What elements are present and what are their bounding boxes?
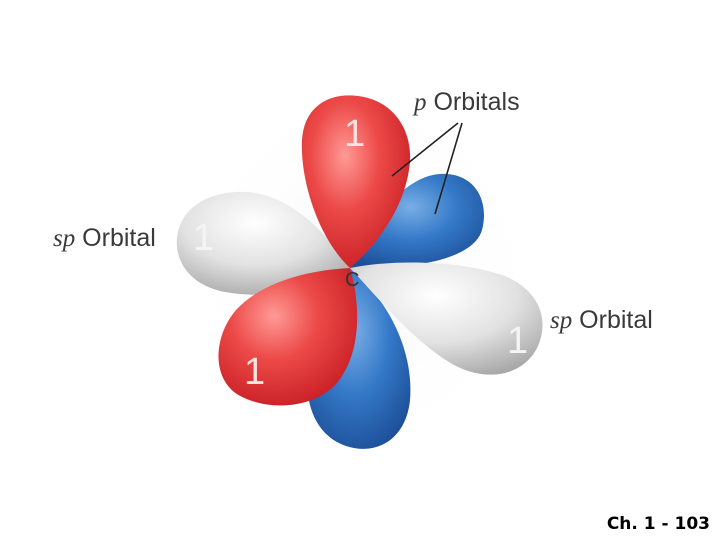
sp-orbital-right-label: sp Orbital xyxy=(550,306,653,335)
carbon-atom-label: C xyxy=(345,269,359,291)
p-orbitals-label: p Orbitals xyxy=(414,88,520,117)
sp-orbital-left-lobe xyxy=(176,191,350,295)
sp-orbital-right-lobe xyxy=(350,262,543,375)
p-orbitals-pointer-blue xyxy=(434,122,463,215)
electron-mark-red-upper: 1 xyxy=(344,113,365,155)
electron-mark-sp-left: 1 xyxy=(193,217,214,259)
slide-number: Ch. 1 - 103 xyxy=(606,514,710,534)
sp-orbital-left-label-text: Orbital xyxy=(75,224,156,252)
p-orbitals-pointer-red xyxy=(391,122,459,177)
p-orbitals-label-prefix: p xyxy=(414,89,427,116)
sp-orbital-right-label-text: Orbital xyxy=(572,306,653,334)
p-orbital-red-upper-lobe xyxy=(301,95,411,268)
p-orbital-blue-upper-lobe xyxy=(350,173,485,269)
p-orbital-red-lower-lobe xyxy=(218,268,358,406)
electron-mark-red-lower: 1 xyxy=(244,351,265,393)
p-orbitals-label-text: Orbitals xyxy=(426,88,520,116)
electron-mark-sp-right: 1 xyxy=(507,320,528,362)
sp-orbital-left-label-prefix: sp xyxy=(53,225,76,252)
sp-orbital-right-label-prefix: sp xyxy=(550,307,573,334)
sp-orbital-left-label: sp Orbital xyxy=(53,224,156,253)
